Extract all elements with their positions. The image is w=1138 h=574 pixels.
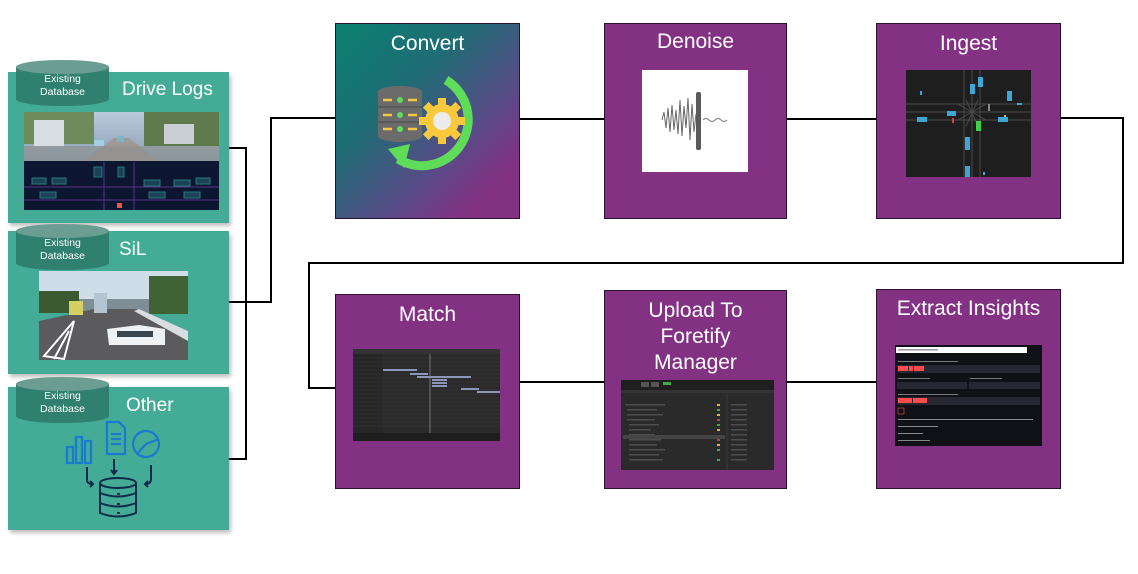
source-drive-logs: Drive Logs <box>8 72 229 223</box>
badge-text-line1: Existing <box>44 73 81 85</box>
badge-text-line1: Existing <box>44 237 81 249</box>
stage-ingest: Ingest <box>876 23 1061 219</box>
connector-upload-extract <box>786 381 877 383</box>
stage-match: Match <box>335 294 520 489</box>
source-title: Drive Logs <box>122 79 213 100</box>
stage-title: Convert <box>390 32 465 55</box>
stage-title: Ingest <box>939 32 998 55</box>
badge-text-line2: Database <box>40 403 85 415</box>
stage-title: Extract Insights <box>896 297 1041 320</box>
noise-filter-waveform-icon <box>642 70 748 172</box>
connector-denoise-ingest <box>786 118 877 120</box>
stage-upload: Upload To Foretify Manager <box>604 290 787 489</box>
timeline-matching-screenshot <box>353 349 500 441</box>
connector-match-upload <box>519 381 604 383</box>
stage-extract: Extract Insights <box>876 289 1061 489</box>
stage-title-line: Foretify <box>660 325 731 348</box>
stage-convert: Convert <box>335 23 520 219</box>
stage-title: Upload To Foretify Manager <box>605 298 786 376</box>
database-gear-refresh-icon <box>368 64 483 179</box>
badge-text-line2: Database <box>40 250 85 262</box>
stage-title: Denoise <box>656 30 735 53</box>
stage-title: Match <box>398 303 457 326</box>
intersection-map-screenshot <box>906 70 1031 177</box>
stage-title-line: Manager <box>654 351 737 374</box>
drive-log-camera-image <box>24 112 219 210</box>
stage-denoise: Denoise <box>604 23 787 219</box>
source-title: SiL <box>119 239 147 260</box>
insights-query-screenshot <box>895 345 1042 446</box>
badge-text-line2: Database <box>40 86 85 98</box>
data-sources-to-database-icon <box>63 417 173 522</box>
badge-text-line1: Existing <box>44 390 81 402</box>
stage-title-line: Upload To <box>648 299 743 322</box>
source-title: Other <box>126 395 174 416</box>
foretify-manager-screenshot <box>621 380 774 470</box>
connector-convert-denoise <box>519 118 605 120</box>
sil-simulation-image <box>39 271 188 360</box>
